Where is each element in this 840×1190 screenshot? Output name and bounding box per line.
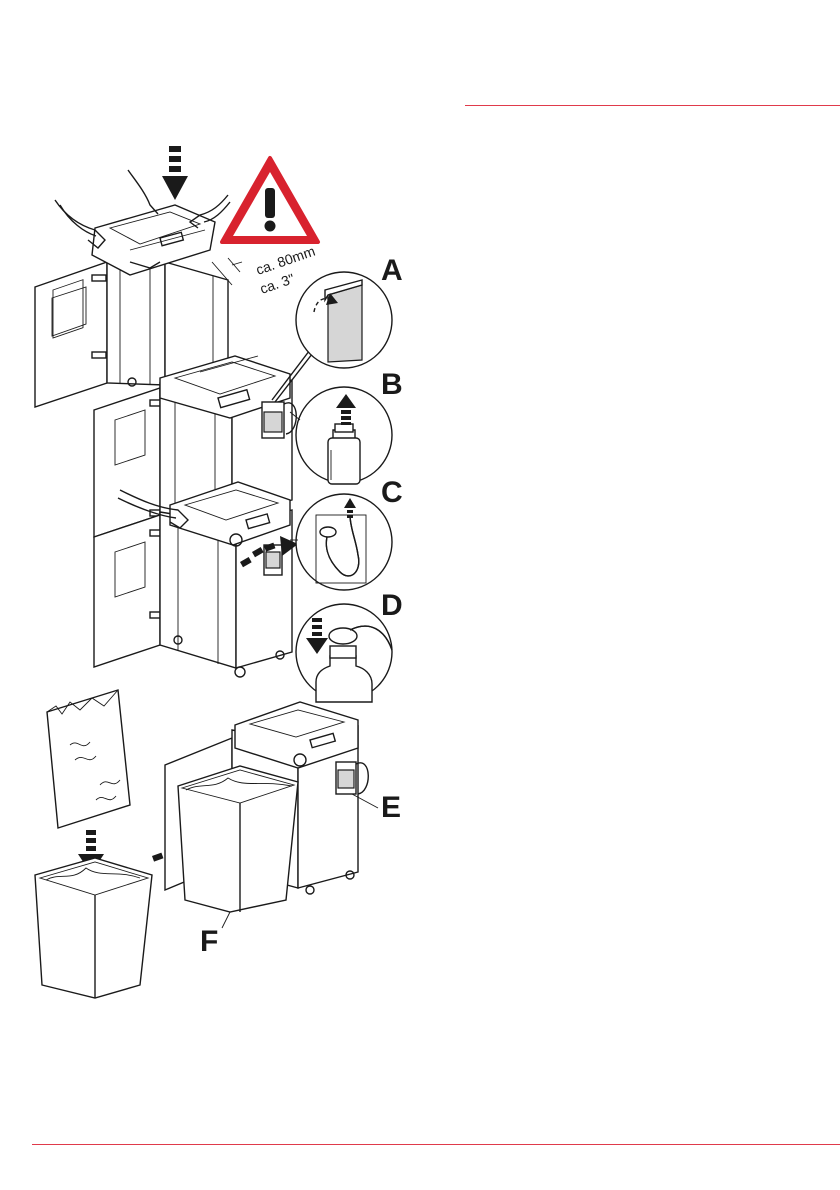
cabinet-body	[107, 262, 165, 385]
callout-f: F	[200, 925, 218, 958]
down-arrow-icon	[162, 146, 188, 200]
waste-bin	[178, 766, 298, 912]
detail-d	[296, 604, 392, 702]
shredder-head	[92, 205, 215, 275]
callout-c: C	[381, 476, 403, 509]
callout-d: D	[381, 589, 403, 622]
detail-c	[296, 494, 392, 590]
step-cabinet-with-bin	[165, 702, 378, 928]
detail-b	[296, 387, 392, 484]
callout-b: B	[381, 368, 403, 401]
detail-a	[296, 272, 392, 368]
callout-a: A	[381, 254, 403, 287]
callout-e: E	[381, 791, 401, 824]
warning-triangle-icon	[222, 158, 318, 242]
oil-bottle	[328, 438, 360, 484]
cabinet-door-open	[94, 515, 160, 667]
waste-bin	[35, 858, 152, 998]
